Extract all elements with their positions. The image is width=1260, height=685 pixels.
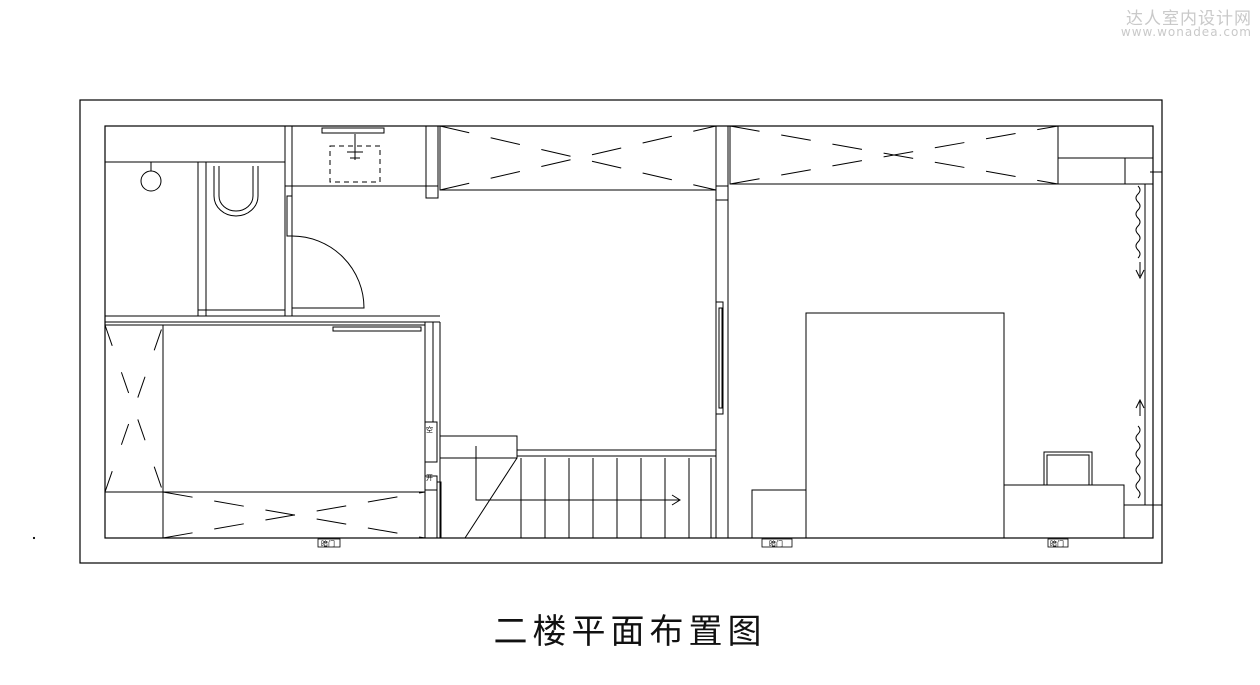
watermark-site-name: 达人室内设计网 (1126, 9, 1252, 29)
chair (1043, 451, 1093, 486)
stair-direction-arrow (475, 446, 681, 506)
outer-boundary (79, 99, 1163, 564)
bottom-door-markers (317, 538, 1069, 548)
door-label-3: 暗门 (1050, 539, 1064, 548)
corridor (105, 126, 440, 323)
wardrobe-top-right (729, 125, 1154, 185)
left-bedroom (104, 322, 442, 539)
inner-wall-line (104, 125, 1154, 539)
small-label-1: 空 (426, 425, 433, 434)
curtain-bottom-icon (1135, 425, 1141, 499)
staircase (439, 435, 716, 539)
drawing-title: 二楼平面布置图 (493, 612, 767, 652)
curtain-top-icon (1135, 185, 1141, 259)
nightstand-left (751, 489, 807, 539)
watermark-url: www.wonadea.com (1120, 25, 1252, 39)
small-label-2: 开 (426, 474, 433, 482)
partition-wall (715, 126, 729, 538)
wardrobe-top-middle (439, 125, 717, 191)
nightstand-right (1003, 484, 1125, 539)
washbasin-area (291, 125, 427, 187)
door-label-1: 暗门 (321, 539, 335, 548)
toilet-icon (213, 166, 259, 217)
stair-treads (520, 458, 712, 538)
shower-head-icon (140, 170, 162, 192)
bathroom (104, 125, 286, 317)
door-swing-icon (291, 235, 365, 309)
door-label-2: 暗门 (769, 539, 783, 548)
right-bedroom (751, 171, 1162, 539)
bed (805, 312, 1005, 539)
